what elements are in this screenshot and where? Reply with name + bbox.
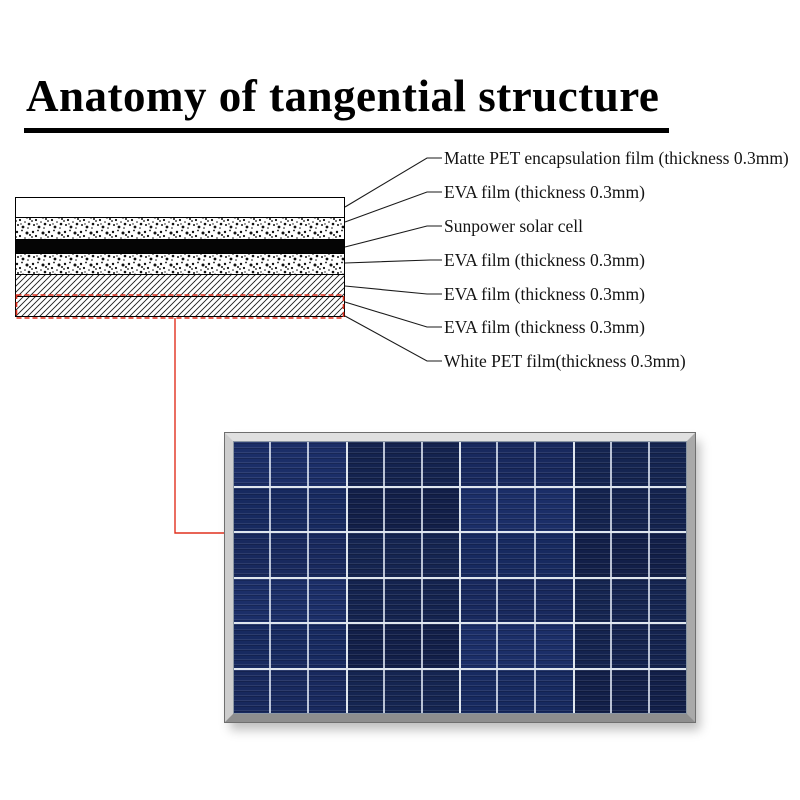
solar-cell bbox=[347, 669, 459, 713]
solar-cell bbox=[574, 624, 686, 668]
layer-label-eva-1: EVA film (thickness 0.3mm) bbox=[444, 182, 645, 202]
solar-cell bbox=[461, 487, 573, 531]
solar-cell bbox=[234, 487, 346, 531]
leader-line-eva-2 bbox=[344, 259, 442, 264]
solar-cell bbox=[347, 578, 459, 622]
solar-cell bbox=[461, 533, 573, 577]
layer-label-matte-pet: Matte PET encapsulation film (thickness … bbox=[444, 148, 789, 168]
solar-cell bbox=[461, 669, 573, 713]
solar-cell bbox=[574, 442, 686, 486]
leader-line-eva-4 bbox=[344, 301, 442, 328]
solar-cell bbox=[461, 624, 573, 668]
leader-line-eva-1 bbox=[344, 191, 442, 223]
solar-cell bbox=[234, 624, 346, 668]
solar-cell bbox=[234, 578, 346, 622]
solar-panel-image bbox=[225, 433, 695, 722]
layer-label-solar-cell: Sunpower solar cell bbox=[444, 216, 583, 236]
solar-cell bbox=[574, 669, 686, 713]
solar-cell bbox=[574, 487, 686, 531]
page-title: Anatomy of tangential structure bbox=[24, 70, 670, 133]
leader-line-solar-cell bbox=[344, 225, 442, 248]
layer-eva-film-lower bbox=[15, 274, 345, 297]
layer-eva-film-top bbox=[15, 217, 345, 240]
layer-white-pet-film bbox=[15, 296, 345, 317]
solar-cell bbox=[574, 578, 686, 622]
solar-cell bbox=[234, 669, 346, 713]
layer-sunpower-solar-cell bbox=[15, 239, 345, 254]
solar-cell bbox=[461, 578, 573, 622]
layer-eva-film-middle bbox=[15, 253, 345, 275]
solar-cell-grid bbox=[233, 441, 687, 714]
layer-label-eva-2: EVA film (thickness 0.3mm) bbox=[444, 250, 645, 270]
layer-label-eva-3: EVA film (thickness 0.3mm) bbox=[444, 284, 645, 304]
layer-label-white-pet: White PET film(thickness 0.3mm) bbox=[444, 351, 686, 371]
solar-cell bbox=[347, 624, 459, 668]
cross-section-diagram bbox=[15, 197, 345, 319]
solar-cell bbox=[234, 533, 346, 577]
layer-label-eva-4: EVA film (thickness 0.3mm) bbox=[444, 317, 645, 337]
leader-line-white-pet bbox=[344, 315, 442, 362]
solar-cell bbox=[347, 487, 459, 531]
red-connector-line bbox=[174, 318, 224, 534]
solar-cell bbox=[347, 442, 459, 486]
solar-cell bbox=[574, 533, 686, 577]
solar-cell bbox=[234, 442, 346, 486]
solar-cell bbox=[461, 442, 573, 486]
layer-matte-pet-film bbox=[15, 197, 345, 218]
leader-line-eva-3 bbox=[344, 285, 442, 295]
leader-line-matte-pet bbox=[344, 157, 442, 208]
solar-cell bbox=[347, 533, 459, 577]
